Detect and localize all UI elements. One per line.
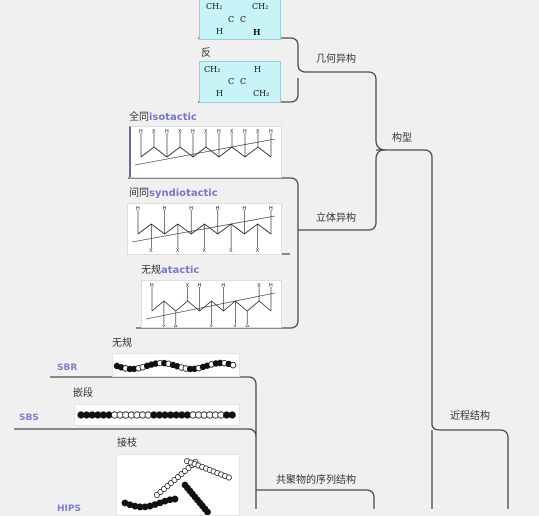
substituent-symbol: X bbox=[233, 325, 237, 327]
graft-beads bbox=[121, 458, 232, 515]
cis-c-right: C bbox=[240, 15, 247, 24]
cis-ch2-left: CH₂ bbox=[206, 2, 223, 11]
trans-c-left: C bbox=[228, 77, 235, 86]
cis-c-left: C bbox=[228, 15, 235, 24]
monomer-bead bbox=[171, 495, 179, 503]
connector-stereo-out bbox=[298, 149, 385, 231]
substituent-symbol: X bbox=[256, 248, 260, 254]
cis-ch2-right: CH₂ bbox=[252, 2, 269, 11]
substituent-symbol: H bbox=[139, 129, 143, 135]
atactic-prefix: 无规 bbox=[141, 265, 161, 276]
substituent-symbol: X bbox=[230, 129, 234, 135]
cis-h-right: H bbox=[253, 27, 261, 37]
node-config[interactable]: 构型 bbox=[392, 133, 412, 144]
substituent-symbol: X bbox=[149, 248, 153, 254]
trans-isomer-box: CH₂ H C C H CH₂ bbox=[199, 61, 281, 103]
backbone-bead bbox=[204, 508, 211, 515]
sbr-label: SBR bbox=[57, 363, 78, 373]
substituent-symbol: H bbox=[163, 206, 167, 212]
random-copolymer-label: 无规 bbox=[112, 338, 132, 349]
substituent-symbol: H bbox=[136, 206, 140, 212]
graft-copolymer-image bbox=[116, 454, 240, 516]
substituent-symbol: X bbox=[257, 283, 261, 289]
trans-label: 反 bbox=[201, 48, 211, 59]
substituent-symbol: X bbox=[176, 248, 180, 254]
random-beads bbox=[113, 359, 237, 373]
connector-geometric bbox=[198, 37, 387, 151]
node-near-range[interactable]: 近程结构 bbox=[450, 411, 490, 422]
graft-copolymer-label: 接枝 bbox=[117, 438, 137, 449]
cis-isomer-box: CH₂ CH₂ C C H H bbox=[199, 0, 281, 40]
substituent-symbol: X bbox=[203, 248, 207, 254]
substituent-symbol: X bbox=[178, 129, 182, 135]
substituent-symbol: H bbox=[245, 325, 249, 327]
isotactic-label: 全同isotactic bbox=[129, 112, 197, 124]
trans-h-right: H bbox=[254, 65, 261, 74]
node-geometric[interactable]: 几何异构 bbox=[316, 54, 356, 65]
node-stereo[interactable]: 立体异构 bbox=[316, 213, 356, 224]
atactic-chain: H X H X H X H X H X H bbox=[145, 283, 276, 327]
graft-bead bbox=[225, 474, 232, 481]
substituent-symbol: X bbox=[256, 129, 260, 135]
substituent-symbol: X bbox=[152, 129, 156, 135]
substituent-symbol: H bbox=[216, 206, 220, 212]
substituent-symbol: X bbox=[162, 325, 166, 327]
substituent-symbol: X bbox=[204, 129, 208, 135]
substituent-symbol: H bbox=[198, 283, 202, 289]
substituent-symbol: H bbox=[217, 129, 221, 135]
syndiotactic-prefix: 间同 bbox=[129, 188, 149, 199]
monomer-bead bbox=[229, 361, 237, 369]
connector-config bbox=[376, 149, 509, 509]
sbs-label: SBS bbox=[19, 413, 39, 423]
block-beads bbox=[77, 411, 236, 419]
substituent-symbol: H bbox=[174, 325, 178, 327]
plane-line bbox=[131, 215, 276, 243]
syndiotactic-label: 间同syndiotactic bbox=[129, 188, 218, 200]
plane-line bbox=[134, 138, 276, 166]
random-copolymer-image bbox=[112, 353, 240, 377]
substituent-symbol: H bbox=[165, 129, 169, 135]
cis-h-left: H bbox=[216, 27, 223, 36]
node-copolymer-seq[interactable]: 共聚物的序列结构 bbox=[276, 475, 356, 486]
block-copolymer-label: 嵌段 bbox=[73, 388, 93, 399]
substituent-symbol: H bbox=[269, 129, 273, 135]
syndiotactic-chain: H X H X H X H X H X H bbox=[131, 206, 276, 254]
plane-line bbox=[145, 292, 276, 320]
substituent-symbol: X bbox=[210, 325, 214, 327]
substituent-symbol: H bbox=[269, 283, 273, 289]
monomer-bead bbox=[228, 411, 236, 419]
trans-ch2-left: CH₂ bbox=[204, 65, 221, 74]
substituent-symbol: H bbox=[243, 129, 247, 135]
trans-h-left: H bbox=[216, 89, 223, 98]
hips-label: HIPS bbox=[57, 504, 81, 514]
substituent-symbol: H bbox=[221, 283, 225, 289]
connector-sbs bbox=[14, 428, 257, 438]
connector-geometric-lower bbox=[198, 78, 299, 103]
connector-seq bbox=[256, 489, 375, 509]
substituent-symbol: H bbox=[269, 206, 273, 212]
syndiotactic-term: syndiotactic bbox=[149, 188, 218, 199]
substituent-symbol: H bbox=[191, 129, 195, 135]
trans-ch2-right: CH₂ bbox=[253, 89, 270, 98]
isotactic-term: isotactic bbox=[149, 112, 197, 123]
block-copolymer-image bbox=[74, 404, 240, 426]
substituent-symbol: X bbox=[186, 283, 190, 289]
atactic-image: H X H X H X H X H X H bbox=[141, 280, 282, 328]
connector-stereo-top bbox=[128, 177, 299, 329]
trans-c-right: C bbox=[240, 77, 247, 86]
substituent-symbol: X bbox=[229, 248, 233, 254]
atactic-term: atactic bbox=[161, 265, 200, 276]
atactic-label: 无规atactic bbox=[141, 265, 199, 277]
syndiotactic-image: H X H X H X H X H X H bbox=[127, 203, 282, 255]
connector-sbr bbox=[50, 376, 257, 509]
substituent-symbol: H bbox=[150, 283, 154, 289]
isotactic-prefix: 全同 bbox=[129, 112, 149, 123]
substituent-symbol: H bbox=[242, 206, 246, 212]
substituent-symbol: H bbox=[189, 206, 193, 212]
